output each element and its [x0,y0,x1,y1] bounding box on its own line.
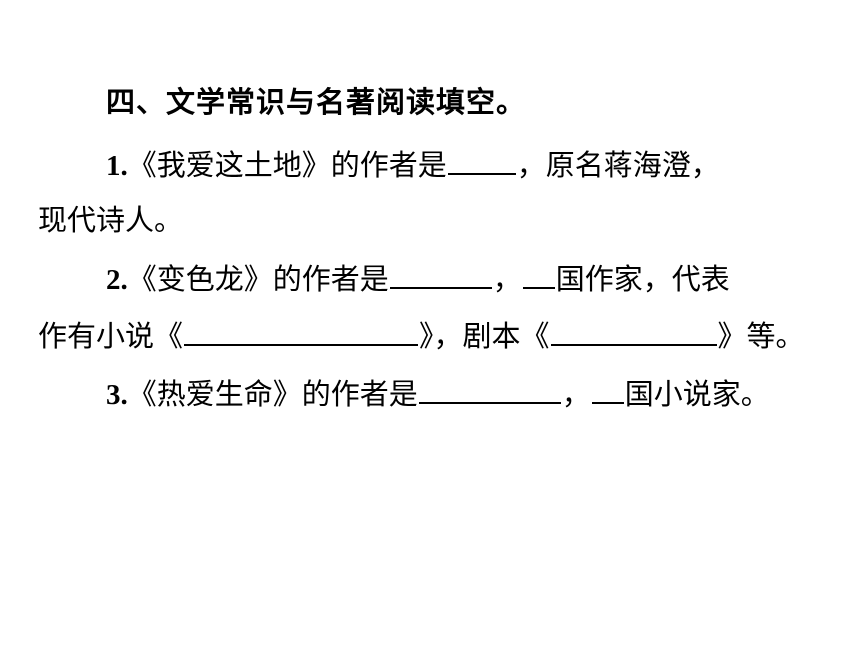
question-1-text-b: ，原名蒋海澄， [516,148,720,182]
question-1-line-2: 现代诗人。 [38,200,183,240]
question-3-blank-country[interactable] [591,375,624,404]
question-2-line-2: 作有小说《 》，剧本《 》等。 [38,316,805,356]
question-3-text-a: 《热爱生命》的作者是 [127,377,418,411]
question-1-number: 1 [106,150,121,182]
question-3-text-c: 国小说家。 [624,377,770,411]
question-1-line-1: 1.《我爱这土地》的作者是 ，原名蒋海澄， [106,145,720,186]
question-2-blank-play[interactable] [550,317,717,346]
question-2-dot: . [120,264,128,296]
question-1-text-c: 现代诗人。 [38,203,184,237]
question-2-blank-country[interactable] [522,260,555,289]
question-2-number: 2 [106,264,121,296]
question-2-line-1: 2.《变色龙》的作者是 ， 国作家，代表 [106,259,730,300]
question-1-dot: . [120,150,128,182]
question-2-text-e: 》，剧本《 [419,319,550,353]
question-3-text-b: ， [561,377,591,411]
question-2-text-d: 作有小说《 [38,319,184,353]
question-2-text-c: 国作家，代表 [555,262,730,296]
question-2-blank-author[interactable] [389,260,492,289]
section-title: 四、文学常识与名著阅读填空。 [106,85,527,119]
question-3-blank-author[interactable] [418,375,561,404]
question-2-blank-novel[interactable] [184,317,419,346]
question-3-number: 3 [106,379,121,411]
question-3-dot: . [120,379,128,411]
question-1-text-a: 《我爱这土地》的作者是 [127,148,447,182]
question-2-text-a: 《变色龙》的作者是 [127,262,389,296]
question-3-line-1: 3.《热爱生命》的作者是 ， 国小说家。 [106,374,770,415]
question-1-blank-author[interactable] [447,146,516,175]
question-2-text-b: ， [492,262,522,296]
question-2-text-f: 》等。 [717,319,805,353]
